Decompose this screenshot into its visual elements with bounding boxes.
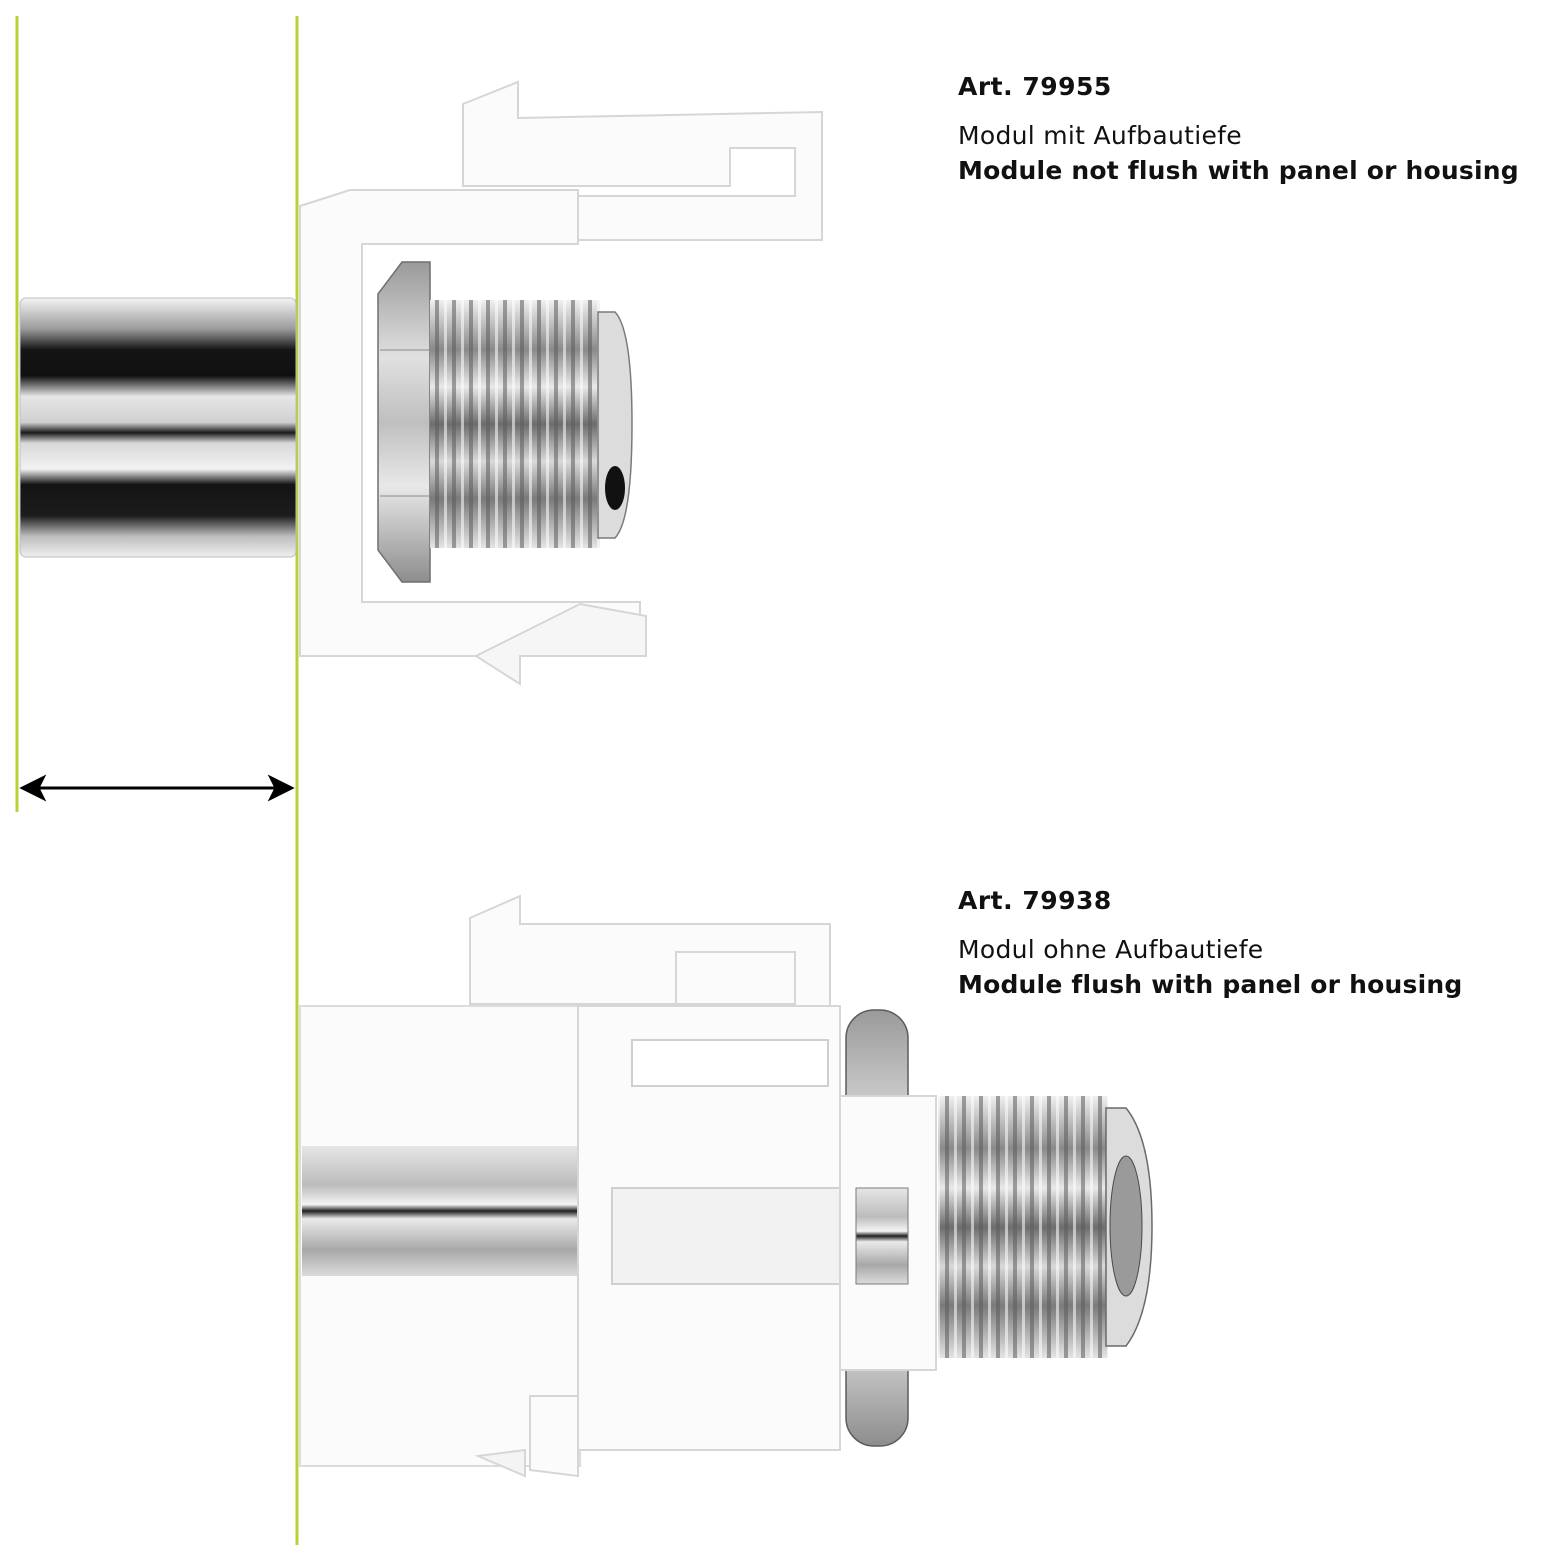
description-german: Modul ohne Aufbautiefe: [958, 935, 1264, 964]
module-79955-illustration: [19, 80, 823, 686]
article-number: Art. 79955: [958, 72, 1112, 101]
article-number: Art. 79938: [958, 886, 1112, 915]
module-79955-label: Art. 79955 Modul mit Aufbautiefe Module …: [958, 72, 1543, 185]
description-german: Modul mit Aufbautiefe: [958, 121, 1242, 150]
description-english: Module not flush with panel or housing: [958, 156, 1519, 185]
module-79938-label: Art. 79938 Modul ohne Aufbautiefe Module…: [958, 886, 1543, 999]
module-79938-illustration: [299, 894, 1153, 1478]
description-english: Module flush with panel or housing: [958, 970, 1463, 999]
